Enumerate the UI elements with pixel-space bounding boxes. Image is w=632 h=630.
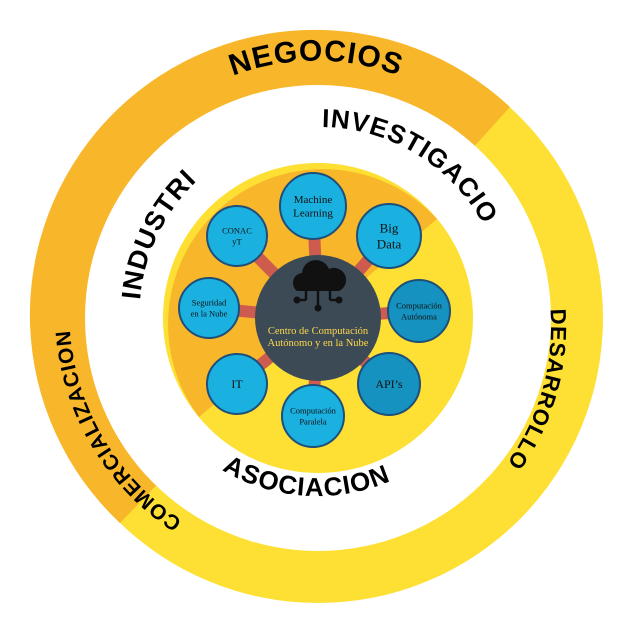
node-label-computacion-paralela-line1: Computación <box>290 406 337 416</box>
hub-title-line1: Centro de Computación <box>268 326 369 337</box>
node-circle-apis <box>357 352 421 416</box>
node-circle-computacion-paralela <box>281 384 345 448</box>
node-label-conacyt-line1: CONAC <box>222 226 252 236</box>
node-label-conacyt-line2: yT <box>232 236 242 246</box>
node-label-machine-learning-line1: Machine <box>294 194 333 206</box>
node-circle-machine-learning <box>279 172 347 240</box>
node-label-seguridad-nube-line2: en la Nube <box>191 308 228 318</box>
node-label-machine-learning-line2: Learning <box>293 208 333 220</box>
node-apis: API’s <box>357 352 421 416</box>
node-label-apis-line1: API’s <box>375 377 403 391</box>
node-circle-it <box>206 353 268 415</box>
node-label-it-line1: IT <box>231 377 243 391</box>
node-label-computacion-autonoma-line1: Computación <box>396 301 443 311</box>
node-label-big-data-line1: Big <box>380 220 399 235</box>
hub-title-line2: Autónomo y en la Nube <box>268 338 369 349</box>
node-label-computacion-paralela-line2: Paralela <box>299 416 327 426</box>
node-it: IT <box>206 353 268 415</box>
satellite-nodes: MachineLearningBigDataComputaciónAutónom… <box>178 172 451 448</box>
node-circle-computacion-autonoma <box>387 279 451 343</box>
node-label-big-data-line2: Data <box>377 237 402 252</box>
hub-disc <box>255 255 381 381</box>
node-label-computacion-autonoma-line2: Autónoma <box>401 311 437 321</box>
node-circle-conacyt <box>206 205 268 267</box>
node-circle-big-data <box>356 203 422 269</box>
cloud-network-icon <box>292 260 347 312</box>
hub: Centro de Computación Autónomo y en la N… <box>255 255 381 381</box>
node-circle-seguridad-nube <box>178 277 240 339</box>
node-label-seguridad-nube-line1: Seguridad <box>192 298 227 308</box>
